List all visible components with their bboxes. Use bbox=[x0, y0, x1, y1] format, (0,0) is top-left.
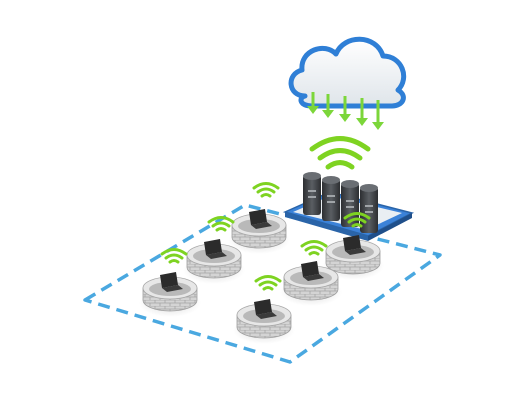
wifi-icon bbox=[160, 248, 188, 264]
server-wifi-icon bbox=[309, 136, 371, 170]
cloud-icon bbox=[288, 36, 407, 109]
laptop-icon bbox=[301, 261, 324, 281]
network-node bbox=[280, 240, 342, 306]
server-unit bbox=[360, 184, 378, 233]
network-boundary bbox=[83, 203, 442, 364]
network-node bbox=[139, 248, 201, 317]
laptop-icon bbox=[254, 299, 277, 319]
wifi-icon bbox=[207, 216, 235, 232]
download-arrow-icon bbox=[372, 100, 384, 130]
server-rack-icon bbox=[282, 172, 415, 241]
download-arrows bbox=[307, 92, 384, 130]
wifi-icon bbox=[252, 182, 280, 198]
laptop-icon bbox=[160, 272, 183, 292]
nodes-layer bbox=[139, 182, 384, 344]
network-node bbox=[183, 216, 245, 284]
laptop-icon bbox=[204, 239, 227, 259]
download-arrow-icon bbox=[307, 92, 319, 114]
laptop-icon bbox=[343, 235, 366, 255]
network-node bbox=[322, 212, 384, 280]
server-unit bbox=[303, 172, 321, 215]
wifi-icon bbox=[343, 212, 371, 228]
network-node bbox=[228, 182, 290, 254]
wifi-icon bbox=[300, 240, 328, 256]
server-unit bbox=[322, 176, 340, 221]
wifi-icon bbox=[254, 275, 282, 291]
download-arrow-icon bbox=[356, 98, 368, 126]
download-arrow-icon bbox=[322, 94, 334, 118]
network-node bbox=[233, 275, 295, 344]
laptop-icon bbox=[249, 209, 272, 229]
download-arrow-icon bbox=[339, 96, 351, 122]
